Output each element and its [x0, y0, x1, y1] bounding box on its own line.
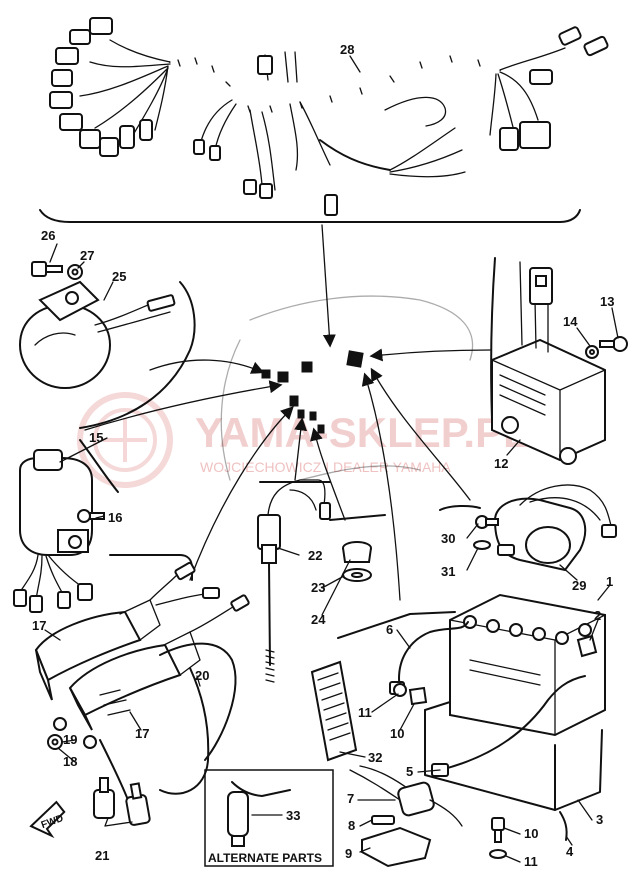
part-1-battery — [449, 593, 606, 737]
callout-11b: 11 — [524, 854, 538, 869]
callout-26: 26 — [41, 228, 55, 243]
callout-31: 31 — [441, 564, 455, 579]
callout-27: 27 — [80, 248, 94, 263]
part-11-nut-upper — [393, 683, 407, 697]
callout-33: 33 — [286, 808, 300, 823]
callout-2: 2 — [594, 608, 601, 623]
callout-7: 7 — [347, 791, 354, 806]
watermark-title: YAMA-SKLEP.PL — [195, 409, 529, 456]
part-9-fuse-cover — [361, 826, 432, 868]
callout-12: 12 — [494, 456, 508, 471]
callout-28: 28 — [340, 42, 354, 57]
part-26-bolt — [31, 261, 63, 277]
part-30-bolt — [475, 515, 499, 529]
callout-30: 30 — [441, 531, 455, 546]
callout-29: 29 — [572, 578, 586, 593]
callout-21: 21 — [95, 848, 109, 863]
callout-5: 5 — [406, 764, 413, 779]
part-12-regulator-rectifier — [491, 261, 606, 465]
part-29-starter-relay — [493, 484, 617, 572]
part-11-nut-lower — [489, 849, 507, 859]
part-15-main-switch — [13, 449, 93, 613]
callout-numbers: 28 26 27 25 13 14 12 15 16 22 23 24 30 3… — [32, 42, 614, 869]
fwd-arrow-icon: FWD — [29, 800, 66, 839]
part-7-fuse-holder — [349, 765, 463, 827]
callout-3: 3 — [596, 812, 603, 827]
part-19-washer — [53, 717, 97, 749]
callout-13: 13 — [600, 294, 614, 309]
callout-15: 15 — [89, 430, 103, 445]
watermark: YAMA-SKLEP.PL WOJCIECHOWICZ I DEALER YAM… — [77, 392, 529, 488]
callout-leaders — [44, 55, 619, 863]
part-3-battery-case — [424, 701, 603, 811]
alternate-parts-label: ALTERNATE PARTS — [208, 851, 322, 865]
callout-24: 24 — [311, 612, 326, 627]
part-27-washer — [67, 264, 83, 280]
part-17-ignition-coil-upper — [34, 561, 220, 701]
part-31-washer — [473, 540, 491, 550]
callout-6: 6 — [386, 622, 393, 637]
frame-outline — [220, 295, 474, 481]
part-25-horn-assembly — [18, 280, 176, 390]
main-wire-harness — [39, 17, 609, 223]
callout-20: 20 — [195, 668, 209, 683]
callout-25: 25 — [112, 269, 126, 284]
part-2-terminal-cap — [576, 634, 598, 658]
callout-17b: 17 — [135, 726, 149, 741]
leader-lines — [84, 224, 491, 601]
part-24-washer — [342, 568, 372, 582]
part-17-ignition-coil-lower — [68, 594, 250, 731]
part-16-screw — [77, 509, 105, 523]
part-33-plug-cap — [227, 781, 291, 847]
part-18-nut — [47, 734, 63, 750]
part-21-spark-plug-caps — [93, 777, 151, 826]
callout-9: 9 — [345, 846, 352, 861]
callout-22: 22 — [308, 548, 322, 563]
callout-18: 18 — [63, 754, 77, 769]
part-13-bolt — [599, 336, 628, 352]
alternate-parts-box: ALTERNATE PARTS — [204, 769, 334, 867]
part-10-bolt-upper — [408, 686, 428, 706]
callout-1: 1 — [606, 574, 613, 589]
callout-8: 8 — [348, 818, 355, 833]
part-8-fuse — [371, 815, 395, 825]
callout-32: 32 — [368, 750, 382, 765]
callout-11a: 11 — [358, 705, 372, 720]
callout-16: 16 — [108, 510, 122, 525]
left-connector-cluster — [49, 17, 153, 157]
part-23-switch-cap — [342, 541, 372, 563]
callout-19: 19 — [63, 732, 77, 747]
callout-10a: 10 — [390, 726, 404, 741]
part-14-washer — [585, 345, 599, 359]
part-20-hightension-cord — [99, 642, 237, 801]
callout-4: 4 — [566, 844, 574, 859]
callout-23: 23 — [311, 580, 325, 595]
part-32-label-sheet — [310, 660, 358, 762]
part-22-neutral-switch — [257, 479, 331, 683]
callout-17a: 17 — [32, 618, 46, 633]
callout-10b: 10 — [524, 826, 538, 841]
callout-14: 14 — [563, 314, 578, 329]
part-10-bolt-lower — [491, 817, 505, 843]
